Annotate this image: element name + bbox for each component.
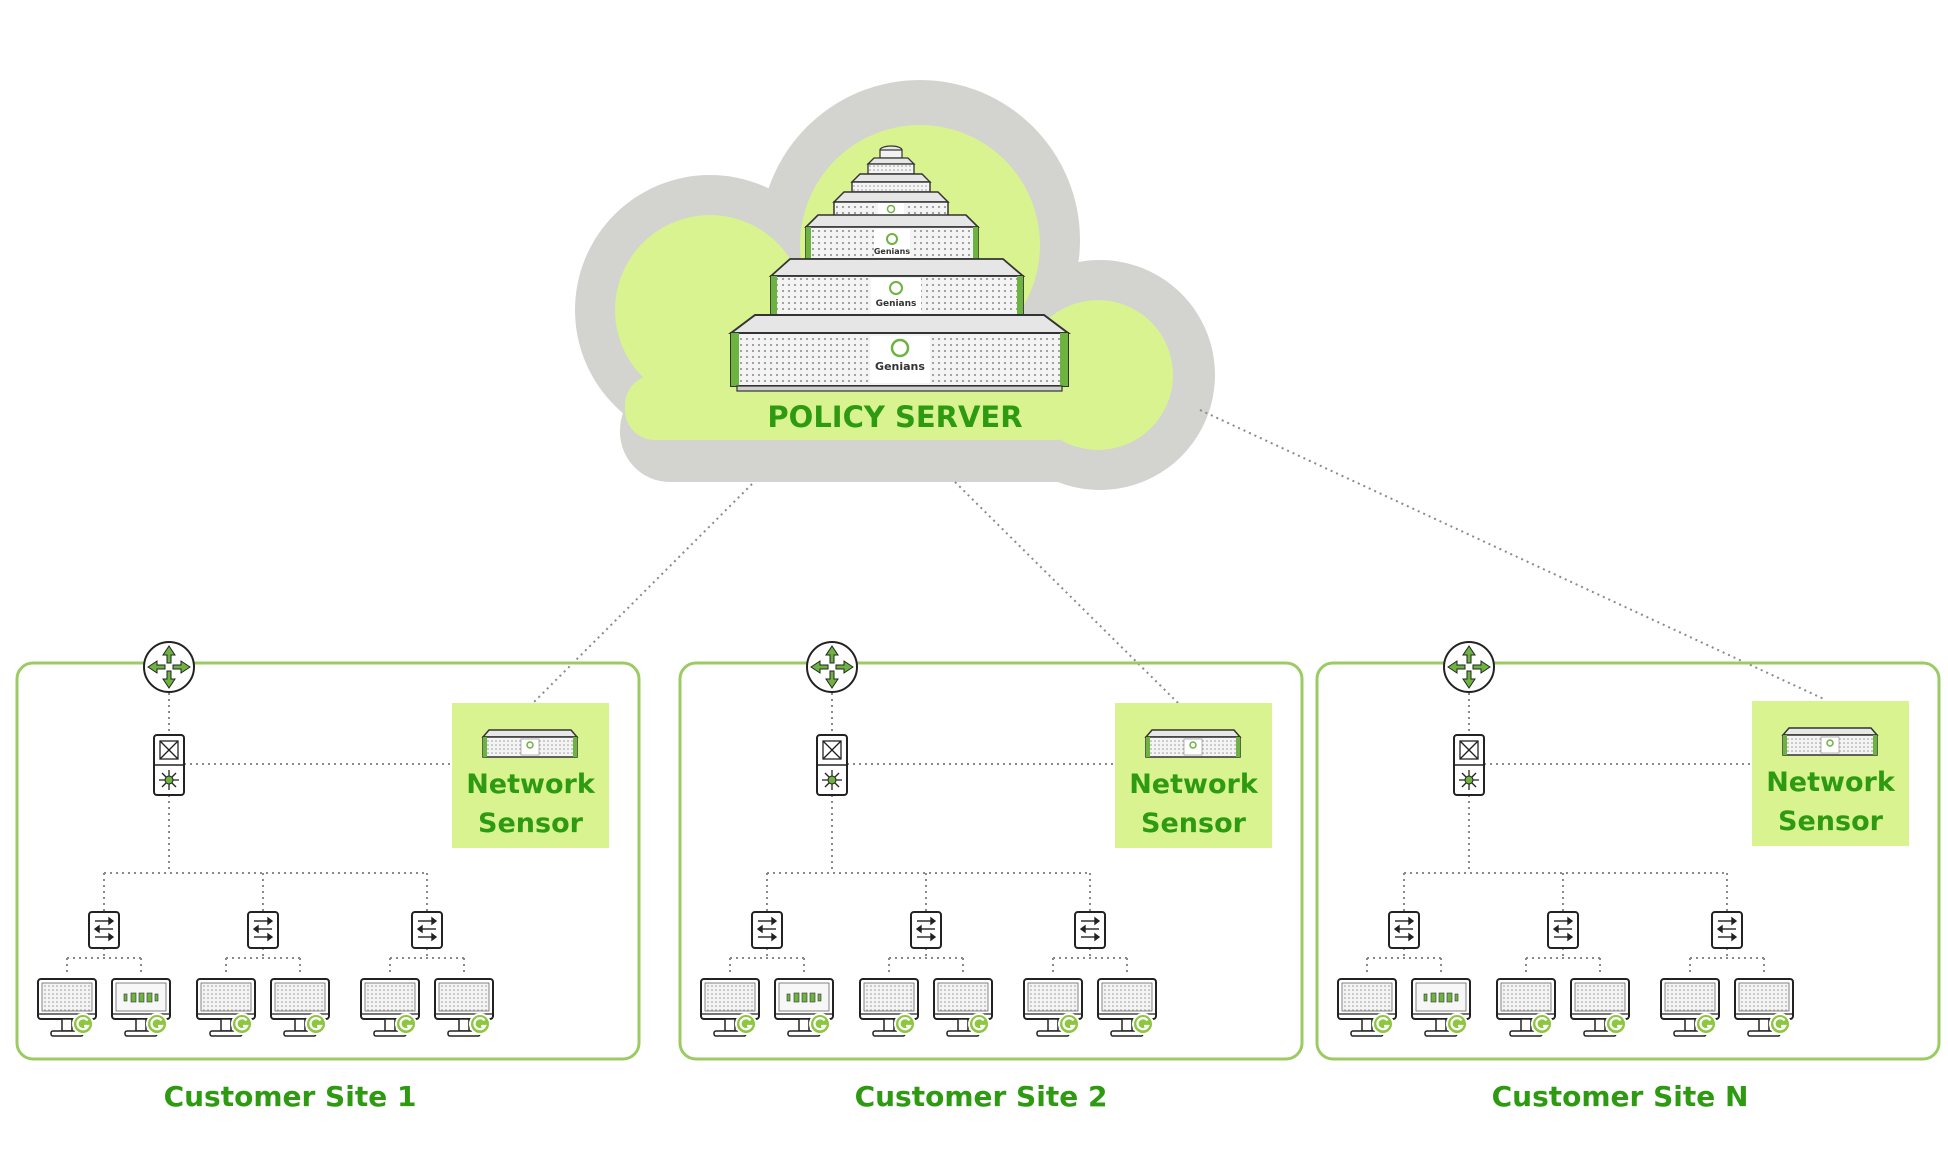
policy-server-stack <box>728 145 1071 392</box>
genians-agent-icon <box>1694 1012 1718 1036</box>
router-icon <box>806 641 858 693</box>
site-label-2: Customer Site 2 <box>854 1080 1108 1113</box>
router-icon <box>143 641 195 693</box>
genians-agent-icon <box>1530 1012 1554 1036</box>
genians-agent-icon <box>304 1012 328 1036</box>
brand-label-tier1: Genians <box>876 299 917 309</box>
genians-agent-icon <box>1371 1012 1395 1036</box>
sensor-label-line2: Sensor <box>1778 806 1883 837</box>
genians-agent-icon <box>394 1012 418 1036</box>
core-switch-icon <box>153 734 185 796</box>
policy-server-label: POLICY SERVER <box>767 400 1023 434</box>
switch-icon <box>1711 911 1743 949</box>
sensor-label-line2: Sensor <box>478 808 583 839</box>
genians-agent-icon <box>734 1012 758 1036</box>
site-label-n: Customer Site N <box>1491 1080 1749 1113</box>
switch-icon <box>1547 911 1579 949</box>
switch-icon <box>247 911 279 949</box>
genians-agent-icon <box>1768 1012 1792 1036</box>
sensor-label-line2: Sensor <box>1141 808 1246 839</box>
switch-icon <box>910 911 942 949</box>
genians-agent-icon <box>893 1012 917 1036</box>
sensor-label-line1: Network <box>1129 769 1258 800</box>
site-border <box>678 661 1304 1061</box>
genians-agent-icon <box>71 1012 95 1036</box>
site-label-1: Customer Site 1 <box>163 1080 417 1113</box>
genians-agent-icon <box>1057 1012 1081 1036</box>
site-border <box>15 661 641 1061</box>
sensor-label-line1: Network <box>466 769 595 800</box>
site-2 <box>678 641 1304 1061</box>
customer-sites <box>15 641 1941 1061</box>
router-icon <box>1443 641 1495 693</box>
genians-agent-icon <box>230 1012 254 1036</box>
genians-agent-icon <box>808 1012 832 1036</box>
switch-icon <box>751 911 783 949</box>
genians-agent-icon <box>967 1012 991 1036</box>
site-n <box>1315 641 1941 1061</box>
site-1 <box>15 641 641 1061</box>
wan-links <box>531 409 1827 705</box>
switch-icon <box>1074 911 1106 949</box>
switch-icon <box>411 911 443 949</box>
brand-label-tier0: Genians <box>875 360 925 373</box>
genians-agent-icon <box>468 1012 492 1036</box>
switch-icon <box>88 911 120 949</box>
genians-agent-icon <box>1131 1012 1155 1036</box>
site-border <box>1315 661 1941 1061</box>
sensor-label-line1: Network <box>1766 767 1895 798</box>
switch-icon <box>1388 911 1420 949</box>
core-switch-icon <box>816 734 848 796</box>
genians-agent-icon <box>145 1012 169 1036</box>
brand-label-tier2: Genians <box>874 247 911 256</box>
core-switch-icon <box>1453 734 1485 796</box>
genians-agent-icon <box>1445 1012 1469 1036</box>
genians-agent-icon <box>1604 1012 1628 1036</box>
